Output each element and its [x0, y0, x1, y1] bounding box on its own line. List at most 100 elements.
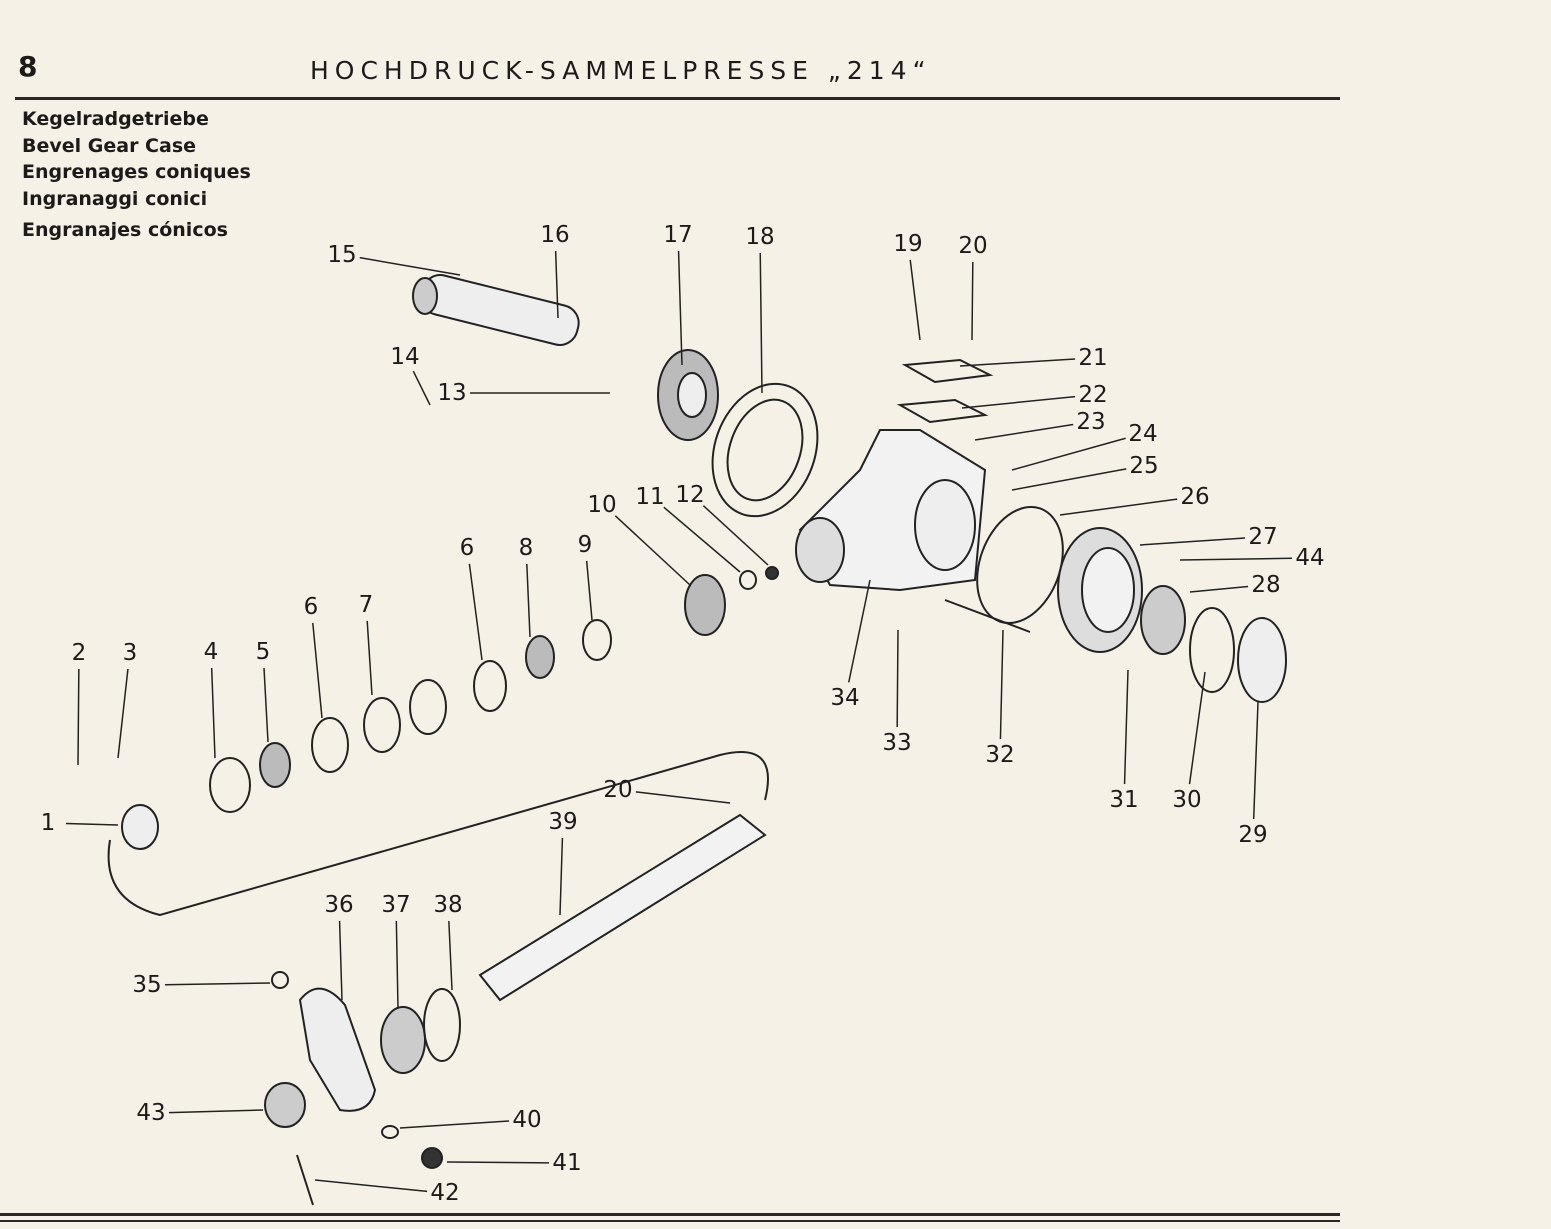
part-callout-13: 13: [437, 380, 467, 406]
part-callout-29: 29: [1238, 822, 1268, 848]
part-callout-19: 19: [893, 231, 923, 257]
part-callout-36: 36: [324, 892, 354, 918]
leader-line: [168, 1109, 264, 1114]
leader-line: [1059, 498, 1178, 516]
leader-line: [164, 982, 271, 986]
leader-line: [314, 1179, 428, 1193]
part-callout-23: 23: [1076, 409, 1106, 435]
leader-line: [446, 1161, 550, 1164]
leader-line: [909, 259, 921, 341]
part-callout-3: 3: [122, 640, 138, 666]
bearing-housing: [944, 505, 1287, 703]
part-callout-41: 41: [552, 1150, 582, 1176]
part-callout-35: 35: [132, 972, 162, 998]
part-callout-44: 44: [1295, 545, 1325, 571]
bevel-gear: [657, 349, 719, 441]
leader-line: [468, 563, 483, 661]
leader-line: [412, 370, 431, 406]
leader-line: [366, 620, 373, 696]
leader-line: [1011, 437, 1126, 471]
title-spanish: Engranajes cónicos: [22, 219, 228, 241]
part-callout-20: 20: [603, 777, 633, 803]
leader-line: [448, 920, 453, 991]
part-callout-28: 28: [1251, 572, 1281, 598]
part-callout-26: 26: [1180, 484, 1210, 510]
leader-line: [635, 791, 731, 804]
part-callout-6: 6: [459, 535, 475, 561]
leader-line: [399, 1120, 510, 1129]
leader-line: [338, 920, 343, 1001]
header-rule: [15, 97, 1340, 100]
part-callout-37: 37: [381, 892, 411, 918]
title-french: Engrenages coniques: [22, 161, 251, 183]
footer-rule: [0, 1213, 1340, 1216]
part-callout-32: 32: [985, 742, 1015, 768]
part-callout-14: 14: [390, 344, 420, 370]
cover-plates: [896, 358, 994, 424]
leader-line: [1179, 557, 1293, 561]
leader-line: [663, 506, 741, 573]
part-callout-40: 40: [512, 1107, 542, 1133]
part-callout-31: 31: [1109, 787, 1139, 813]
leader-line: [65, 822, 119, 826]
part-callout-20: 20: [958, 233, 988, 259]
part-callout-1: 1: [40, 810, 56, 836]
leader-line: [999, 629, 1004, 740]
part-callout-39: 39: [548, 809, 578, 835]
leader-line: [614, 515, 691, 586]
part-callout-17: 17: [663, 222, 693, 248]
pinion-shaft: [412, 274, 580, 346]
gear-case: [795, 429, 987, 592]
leader-line: [896, 629, 899, 728]
part-callout-15: 15: [327, 242, 357, 268]
leader-line: [974, 423, 1074, 441]
part-callout-22: 22: [1078, 382, 1108, 408]
part-callout-4: 4: [203, 639, 219, 665]
leader-line: [1188, 671, 1206, 785]
leader-line: [559, 837, 564, 916]
part-callout-21: 21: [1078, 345, 1108, 371]
part-callout-18: 18: [745, 224, 775, 250]
part-callout-42: 42: [430, 1180, 460, 1206]
crank-assembly: [264, 971, 461, 1206]
leader-line: [210, 667, 216, 759]
leader-line: [395, 920, 399, 1009]
leader-line: [1123, 669, 1129, 785]
part-callout-7: 7: [358, 592, 374, 618]
leader-line: [959, 358, 1076, 367]
leader-line: [961, 395, 1076, 409]
part-callout-16: 16: [540, 222, 570, 248]
title-italian: Ingranaggi conici: [22, 187, 208, 210]
leader-line: [1139, 537, 1246, 546]
section-title: Kegelradgetriebe Bevel Gear Case Engrena…: [22, 106, 251, 244]
leader-line: [1252, 701, 1259, 820]
leader-line: [554, 250, 559, 319]
leader-line: [847, 579, 871, 683]
leader-line: [1011, 468, 1127, 491]
leader-lines: [65, 250, 1293, 1193]
leader-line: [677, 250, 683, 366]
leader-line: [702, 505, 769, 566]
part-callout-25: 25: [1129, 453, 1159, 479]
part-callout-43: 43: [136, 1100, 166, 1126]
part-callout-30: 30: [1172, 787, 1202, 813]
leader-line: [117, 668, 129, 759]
part-callout-38: 38: [433, 892, 463, 918]
page-number: 8: [18, 50, 38, 83]
part-callout-24: 24: [1128, 421, 1158, 447]
title-english: Bevel Gear Case: [22, 134, 197, 157]
page-title: HOCHDRUCK-SAMMELPRESSE „214“: [310, 56, 932, 85]
part-callout-12: 12: [675, 482, 705, 508]
leader-line: [585, 560, 593, 621]
leader-line: [971, 261, 974, 341]
leader-line: [312, 622, 323, 719]
leader-line: [526, 563, 531, 638]
leader-line: [77, 668, 80, 766]
main-shaft: [107, 751, 769, 1002]
part-callout-34: 34: [830, 685, 860, 711]
gasket: [711, 382, 819, 518]
input-rings: [121, 566, 779, 850]
leader-line: [263, 667, 269, 743]
leader-line: [359, 256, 461, 276]
